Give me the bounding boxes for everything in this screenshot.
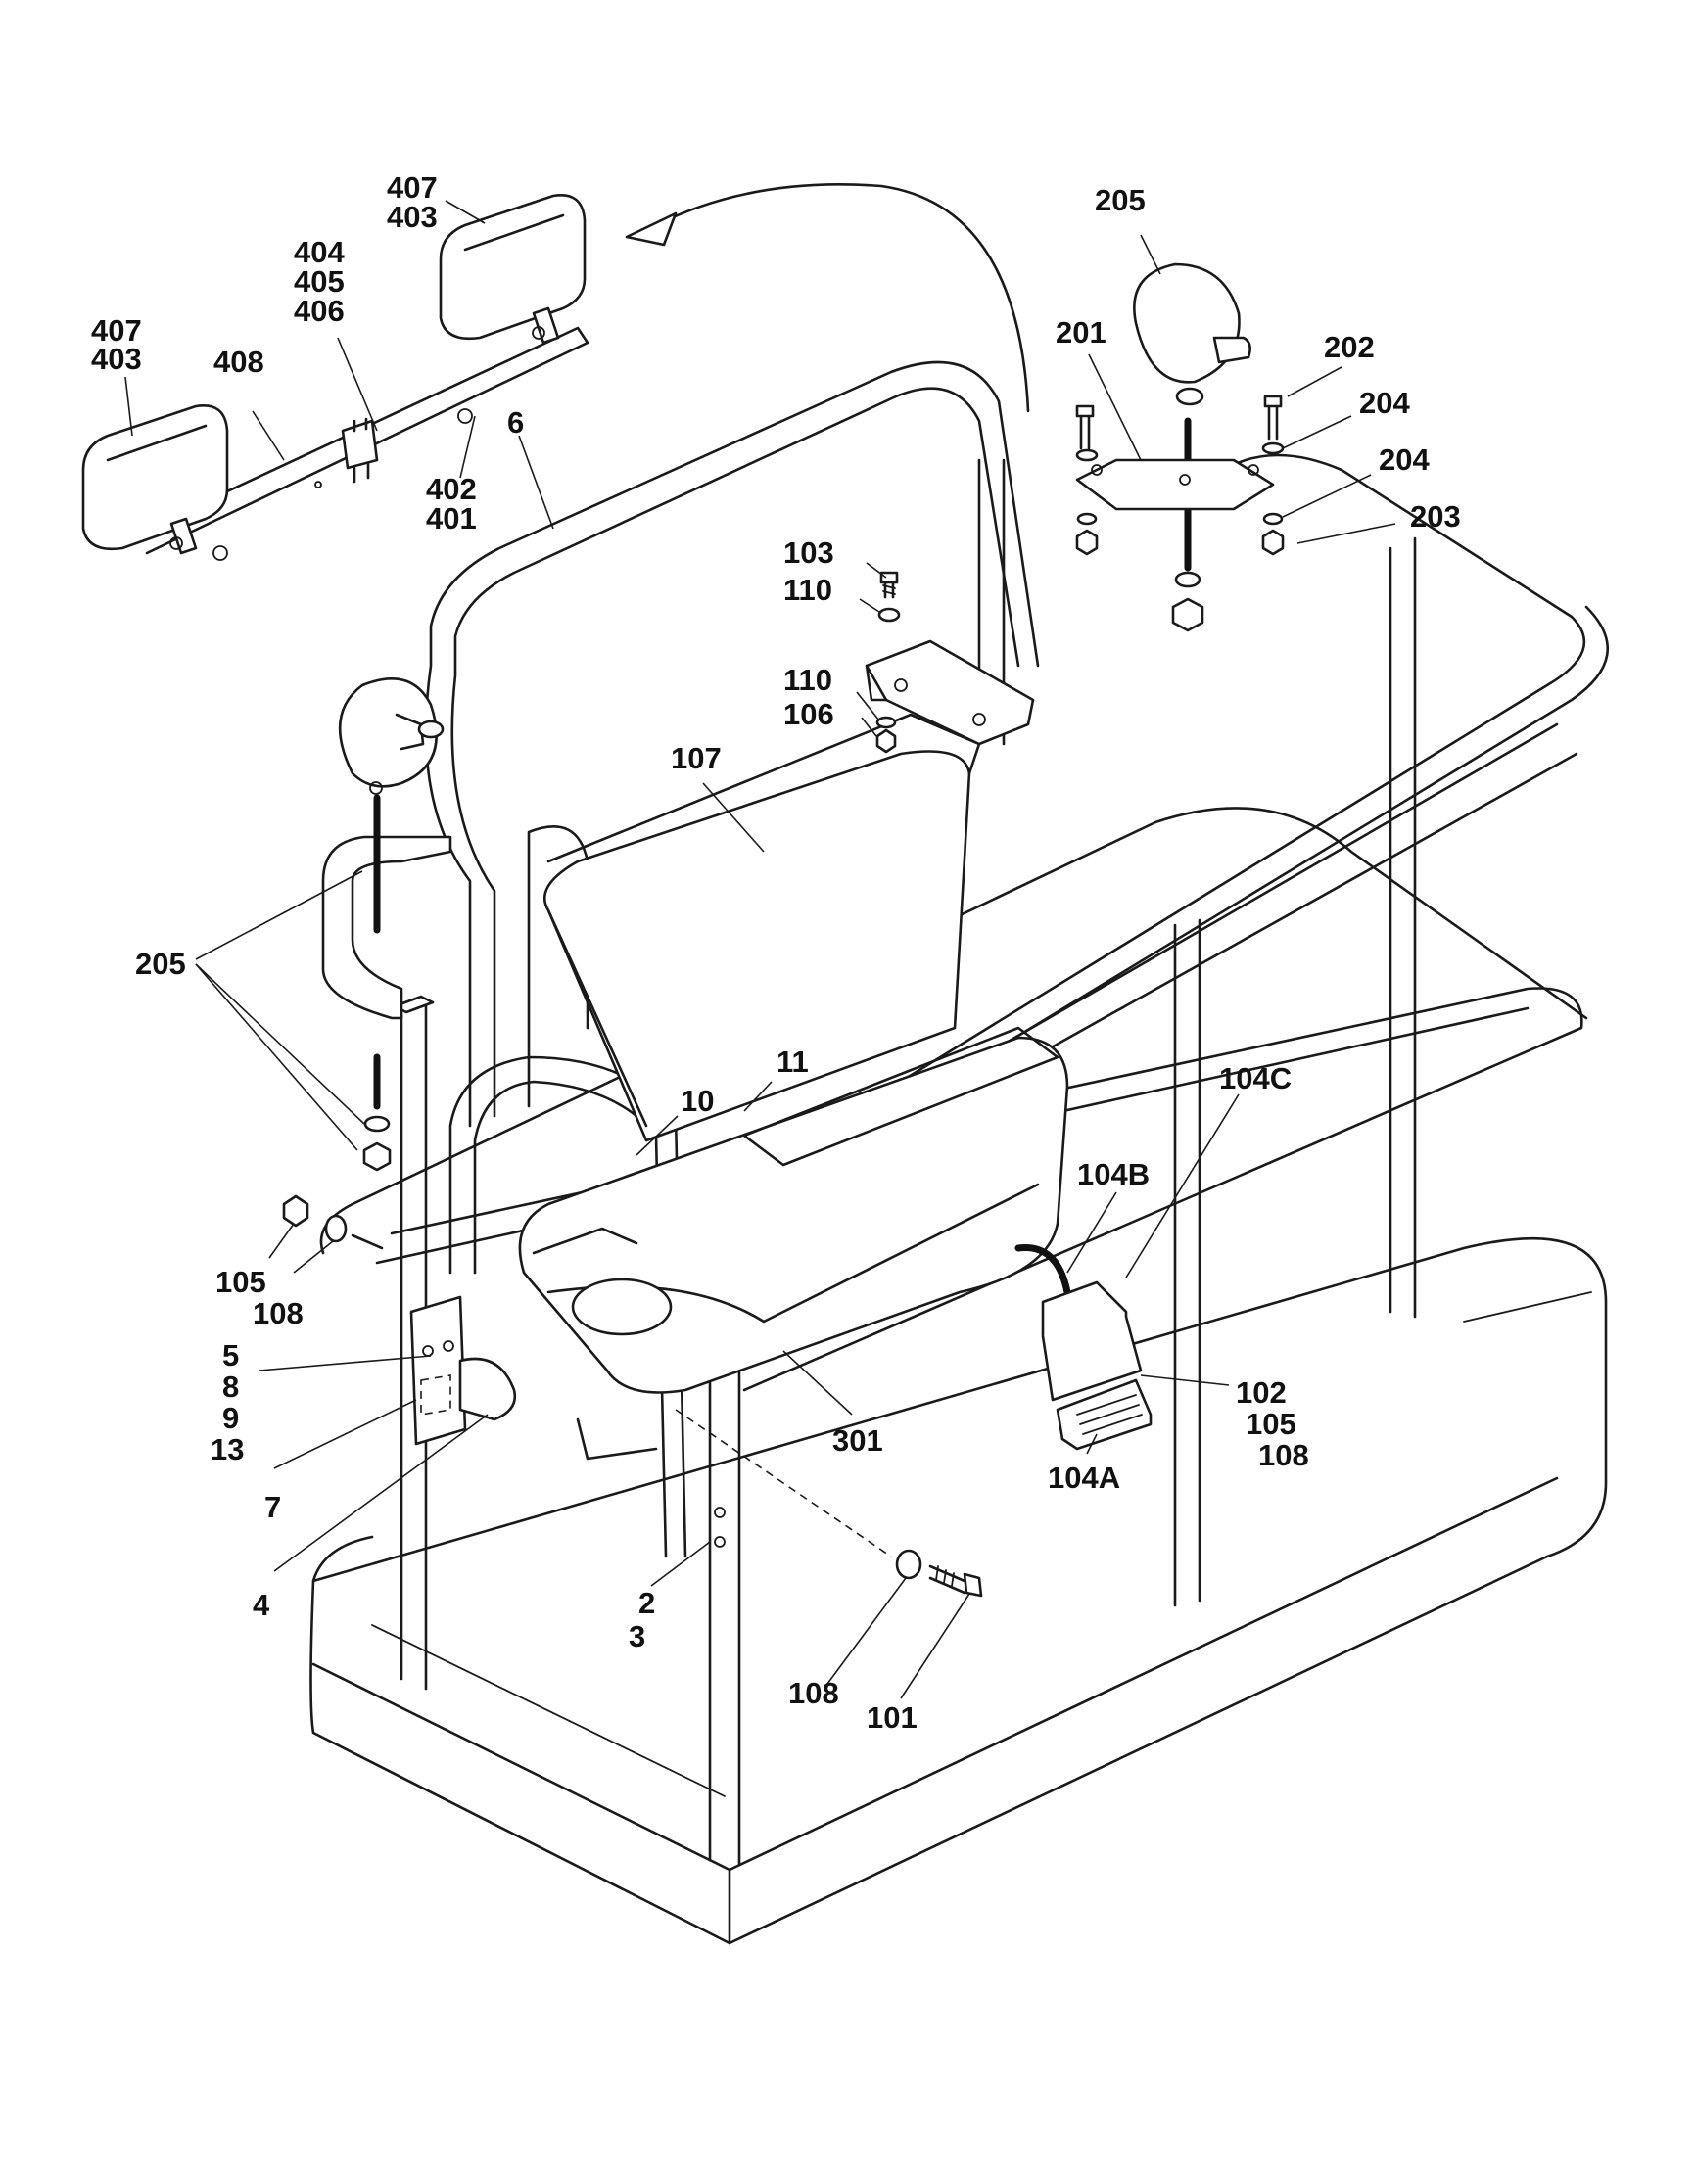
callout-202: 202 — [1324, 330, 1375, 364]
callout-107: 107 — [671, 741, 722, 775]
callout-5: 5 — [222, 1338, 239, 1372]
callout-401: 401 — [426, 501, 477, 535]
callout-106: 106 — [783, 697, 834, 731]
callout-403-left: 403 — [91, 342, 142, 376]
left-spotlight — [321, 677, 452, 1172]
callout-104c: 104C — [1219, 1061, 1292, 1095]
callout-102: 102 — [1236, 1375, 1287, 1410]
leader-lines — [124, 200, 1396, 1699]
callout-3: 3 — [629, 1619, 645, 1653]
callout-104a: 104A — [1048, 1461, 1120, 1495]
rotation-arrow — [625, 183, 1030, 413]
bolt-101 — [675, 1409, 983, 1598]
callout-403-top: 403 — [387, 200, 438, 234]
callout-404: 404 — [294, 235, 345, 269]
callout-104b: 104B — [1077, 1157, 1150, 1191]
mount-bracket — [865, 571, 1035, 754]
callout-204-upper: 204 — [1359, 386, 1410, 420]
callout-205-left: 205 — [135, 947, 186, 981]
callout-110-upper: 110 — [783, 573, 832, 607]
callout-201: 201 — [1056, 315, 1106, 349]
platform-tub — [309, 1236, 1608, 1945]
callout-108-right: 108 — [1258, 1438, 1309, 1472]
callout-402: 402 — [426, 472, 477, 506]
callout-6: 6 — [507, 405, 524, 440]
callout-9: 9 — [222, 1401, 239, 1435]
callout-108-bottom: 108 — [788, 1676, 839, 1710]
foot-switch — [1014, 1244, 1153, 1451]
callout-205-top: 205 — [1095, 183, 1146, 217]
callout-7: 7 — [264, 1490, 281, 1524]
gate-latch — [282, 1194, 517, 1446]
callout-11: 11 — [777, 1045, 809, 1079]
callout-110-lower: 110 — [783, 663, 832, 697]
callout-10: 10 — [681, 1084, 714, 1118]
callout-8: 8 — [222, 1370, 239, 1404]
callout-105-left: 105 — [215, 1265, 266, 1299]
callout-407-left: 407 — [91, 313, 142, 348]
callout-301: 301 — [832, 1423, 883, 1458]
callout-407-top: 407 — [387, 170, 438, 205]
callout-labels: 407 403 404 405 406 407 403 408 402 401 … — [91, 170, 1461, 1735]
callout-2: 2 — [638, 1586, 655, 1620]
control-box-tray — [518, 713, 1069, 1461]
callout-108-left: 108 — [253, 1296, 304, 1330]
callout-203: 203 — [1410, 499, 1461, 534]
work-light-bar — [81, 193, 589, 561]
callout-103: 103 — [783, 535, 834, 570]
callout-204-lower: 204 — [1379, 442, 1430, 477]
callout-105-right: 105 — [1246, 1407, 1296, 1441]
callout-405: 405 — [294, 264, 345, 299]
callout-4: 4 — [253, 1588, 270, 1622]
callout-101: 101 — [867, 1700, 918, 1735]
right-spotlight — [1075, 262, 1285, 632]
callout-13: 13 — [211, 1432, 244, 1466]
callout-406: 406 — [294, 294, 345, 328]
callout-408: 408 — [213, 345, 264, 379]
